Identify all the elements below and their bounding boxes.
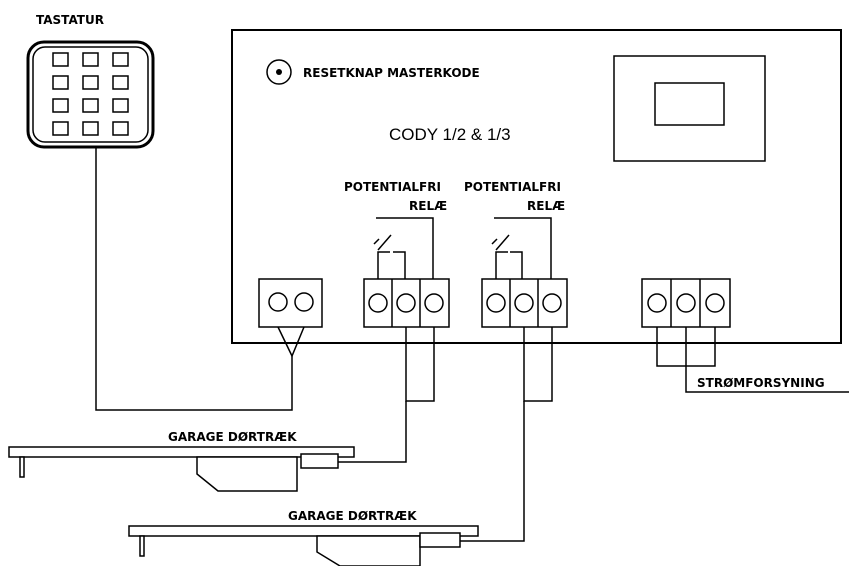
garage1-label: GARAGE DØRTRÆK [168, 430, 297, 444]
relay2-label-line1: POTENTIALFRI [464, 180, 561, 194]
garage-opener-2 [128, 525, 479, 566]
device-name: CODY 1/2 & 1/3 [389, 125, 511, 144]
relay2-wire [460, 327, 553, 542]
relay1-symbol-icon [373, 217, 434, 280]
terminal-relay2 [481, 278, 568, 328]
control-unit [231, 29, 842, 344]
power-wire [656, 327, 849, 393]
keypad-keys [52, 52, 129, 136]
reset-button-icon [266, 59, 292, 85]
garage-opener-1 [8, 446, 355, 492]
relay1-wire [338, 327, 435, 463]
terminal-keypad [258, 278, 323, 328]
relay1-label-line2: RELÆ [409, 199, 447, 213]
reset-label: RESETKNAP MASTERKODE [303, 66, 480, 80]
garage2-label: GARAGE DØRTRÆK [288, 509, 417, 523]
keypad-label: TASTATUR [36, 13, 104, 27]
terminal-power [641, 278, 731, 328]
display-screen [613, 55, 766, 162]
keypad [26, 40, 155, 149]
relay2-label-line2: RELÆ [527, 199, 565, 213]
keypad-wire [95, 148, 305, 411]
relay2-symbol-icon [491, 217, 552, 280]
power-label: STRØMFORSYNING [697, 376, 825, 390]
relay1-label-line1: POTENTIALFRI [344, 180, 441, 194]
terminal-relay1 [363, 278, 450, 328]
